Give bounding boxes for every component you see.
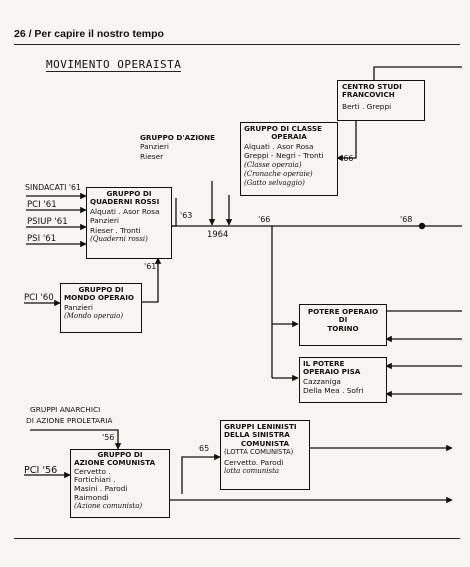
year-label-63: '63 [180, 211, 193, 220]
box-member-line: Panzieri [64, 302, 93, 312]
box-publication-line: (Cronache operaie) [244, 169, 313, 178]
box-member-line: Alquati . Asor Rosa [90, 206, 160, 216]
box-member-line: Rieser . Tronti [90, 225, 141, 235]
box-gruppo-azione: GRUPPO D'AZIONE Panzieri Rieser [137, 133, 219, 169]
box-title-line: OPERAIO PISA [303, 367, 361, 377]
box-title-line: COMUNISTA [240, 438, 290, 448]
label-psiup-61: PSIUP '61 [27, 217, 68, 227]
box-potere-operaio-pisa: IL POTERE OPERAIO PISA Cazzaniga Della M… [299, 357, 387, 403]
footer-rule [14, 538, 460, 539]
box-member-line: Cervetto . [74, 466, 111, 476]
box-publication-line: (Azione comunista) [74, 502, 143, 511]
box-azione-comunista: GRUPPO DI AZIONE COMUNISTA Cervetto . Fo… [70, 449, 170, 518]
box-title-line: DELLA SINISTRA [224, 430, 290, 440]
year-label-66-main: '66 [258, 215, 271, 224]
box-title-line: TORINO [327, 323, 359, 333]
page-header: 26 / Per capire il nostro tempo [14, 28, 164, 40]
box-publication-line: (Gatto selvaggio) [244, 178, 305, 187]
year-label-65: 65 [199, 444, 210, 453]
header-rule [14, 44, 460, 45]
label-anarchici-line-2: DI AZIONE PROLETARIA [26, 416, 113, 425]
box-member-line: Cazzaniga [303, 376, 341, 386]
year-label-61: '61 [144, 262, 157, 271]
box-member-line: Panzieri [140, 142, 169, 152]
box-title-line: GRUPPO D'AZIONE [140, 133, 216, 142]
box-mondo-operaio: GRUPPO DI MONDO OPERAIO Panzieri (Mondo … [60, 283, 142, 333]
box-title-line: MONDO OPERAIO [64, 293, 135, 303]
label-sindacati-61: SINDACATI '61 [25, 183, 81, 192]
box-member-line: Masini . Parodi [74, 484, 128, 493]
box-title-line: IL POTERE [303, 359, 345, 368]
box-publication-line: (Quaderni rossi) [90, 235, 148, 244]
label-psi-61: PSI '61 [27, 234, 57, 244]
label-pci-61: PCI '61 [27, 200, 57, 210]
box-publication-line: (Mondo operaio) [64, 312, 124, 321]
box-title-line: GRUPPO DI [106, 189, 152, 198]
box-title-line: GRUPPI LENINISTI [224, 422, 297, 431]
box-title-line: GRUPPO DI [97, 450, 143, 459]
box-centro-studi-francovich: CENTRO STUDI FRANCOVICH Berti . Greppi [337, 80, 425, 121]
box-member-line: Panzieri [90, 216, 119, 226]
box-member-line: Greppi - Negri - Tronti [244, 151, 324, 161]
box-title-line: FRANCOVICH [342, 90, 395, 100]
box-member-line: Della Mea . Sofri [303, 386, 364, 396]
box-title-line: CENTRO STUDI [342, 82, 402, 91]
label-pci-56: PCI '56 [24, 465, 58, 476]
box-title-line: OPERAIA [271, 132, 307, 142]
box-title-line: GRUPPO DI [78, 285, 124, 294]
box-publication-line: lotta comunista [224, 467, 280, 476]
box-title-line: GRUPPO DI CLASSE [244, 124, 322, 133]
box-publication-line: (LOTTA COMUNISTA) [224, 448, 294, 457]
label-anarchici-line-1: GRUPPI ANARCHICI [30, 405, 101, 414]
box-member-line: Fortichiari . [74, 475, 116, 485]
year-label-68: '68 [400, 215, 413, 224]
box-title-line: DI [338, 315, 348, 325]
box-member-line: Cervetto. Parodi [224, 457, 284, 467]
label-pci-60: PCI '60 [24, 293, 54, 303]
box-member-line: Berti . Greppi [342, 101, 392, 111]
box-title-line: AZIONE COMUNISTA [74, 458, 156, 468]
year-label-56: '56 [102, 433, 115, 442]
box-publication-line: (Classe operaia) [244, 160, 302, 169]
box-potere-operaio-torino: POTERE OPERAIO DI TORINO [299, 304, 387, 346]
year-label-66-centro: '66 [341, 154, 354, 163]
box-classe-operaia: GRUPPO DI CLASSE OPERAIA Alquati . Asor … [240, 122, 338, 196]
box-title-line: QUADERNI ROSSI [90, 197, 160, 207]
box-member-line: Rieser [140, 151, 164, 161]
diagram-title: MOVIMENTO OPERAISTA [46, 58, 182, 72]
box-quaderni-rossi: GRUPPO DI QUADERNI ROSSI Alquati . Asor … [86, 187, 172, 259]
box-member-line: Alquati . Asor Rosa [244, 141, 314, 151]
year-label-1964: 1964 [207, 229, 229, 239]
box-title-line: POTERE OPERAIO [307, 307, 379, 316]
box-gruppi-leninisti: GRUPPI LENINISTI DELLA SINISTRA COMUNIST… [220, 420, 310, 490]
box-member-line: Raimondi [74, 492, 109, 502]
